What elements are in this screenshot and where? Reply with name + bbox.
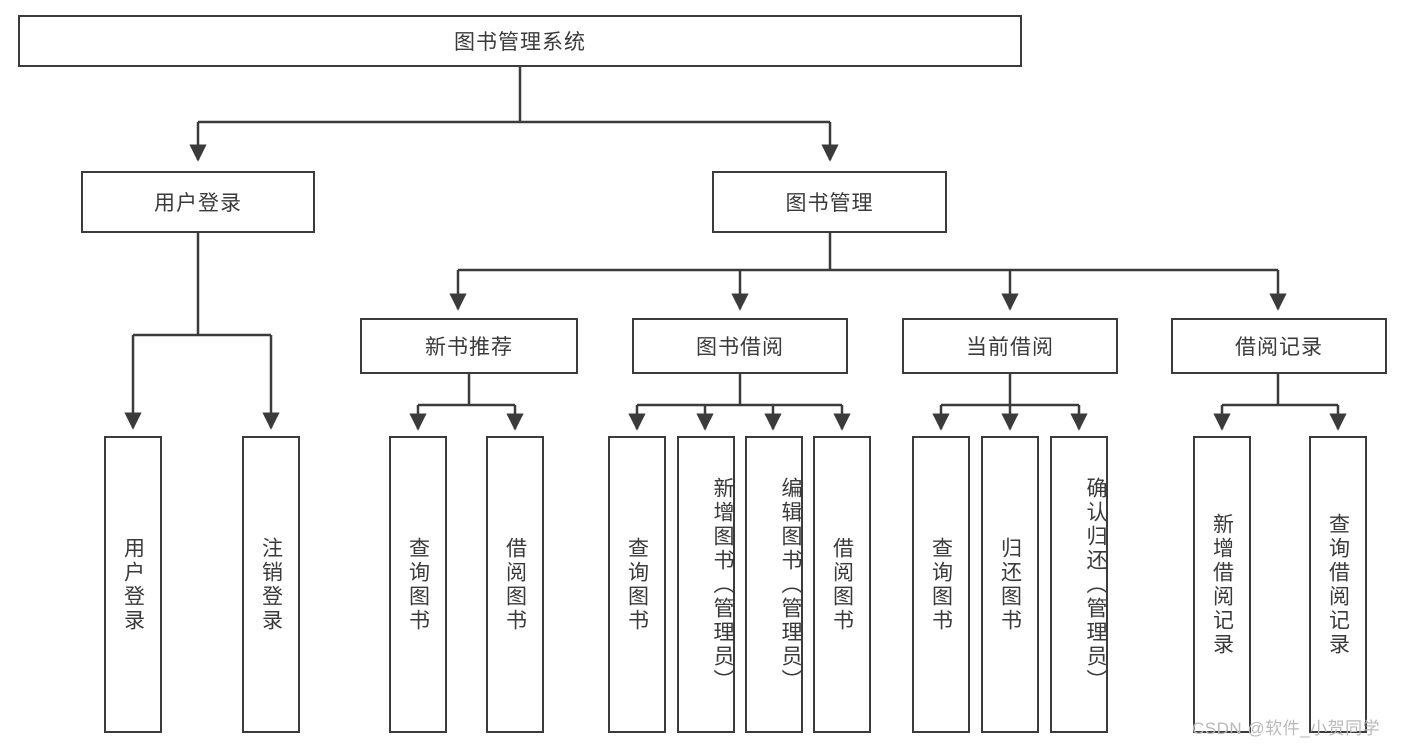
node-leaf-edit-book[interactable]: 编辑图书（管理员） [745, 436, 803, 733]
node-leaf-query-book-3-label: 查询图书 [929, 536, 953, 633]
node-current-borrow[interactable]: 当前借阅 [902, 318, 1118, 374]
node-leaf-confirm-return[interactable]: 确认归还（管理员） [1050, 436, 1108, 733]
node-new-book-rec-label: 新书推荐 [425, 336, 513, 359]
node-leaf-add-record-label: 新增借阅记录 [1210, 512, 1234, 657]
node-leaf-user-login-label: 用户登录 [121, 536, 145, 633]
node-leaf-query-record-label: 查询借阅记录 [1326, 512, 1350, 657]
node-leaf-borrow-book-2-label: 借阅图书 [830, 536, 854, 633]
node-leaf-borrow-book-2[interactable]: 借阅图书 [813, 436, 871, 733]
node-leaf-user-login[interactable]: 用户登录 [104, 436, 162, 733]
node-user-login-label: 用户登录 [154, 192, 242, 215]
node-leaf-return-book[interactable]: 归还图书 [981, 436, 1039, 733]
node-leaf-borrow-book-1[interactable]: 借阅图书 [486, 436, 544, 733]
node-leaf-query-record[interactable]: 查询借阅记录 [1309, 436, 1367, 733]
node-leaf-add-book[interactable]: 新增图书（管理员） [677, 436, 735, 733]
node-leaf-logout[interactable]: 注销登录 [242, 436, 300, 733]
node-leaf-return-book-label: 归还图书 [998, 536, 1022, 633]
node-borrow-record-label: 借阅记录 [1235, 336, 1323, 359]
node-leaf-logout-label: 注销登录 [259, 536, 283, 633]
node-leaf-borrow-book-1-label: 借阅图书 [503, 536, 527, 633]
node-leaf-confirm-return-label: 确认归还（管理员） [1084, 476, 1107, 693]
node-book-borrow[interactable]: 图书借阅 [632, 318, 848, 374]
node-borrow-record[interactable]: 借阅记录 [1171, 318, 1387, 374]
node-leaf-query-book-1-label: 查询图书 [406, 536, 430, 633]
node-new-book-rec[interactable]: 新书推荐 [360, 318, 578, 374]
node-leaf-query-book-1[interactable]: 查询图书 [389, 436, 447, 733]
node-book-manage[interactable]: 图书管理 [712, 171, 947, 233]
node-book-manage-label: 图书管理 [785, 192, 874, 215]
node-leaf-add-book-label: 新增图书（管理员） [711, 476, 734, 693]
node-leaf-query-book-2-label: 查询图书 [625, 536, 649, 633]
node-leaf-query-book-2[interactable]: 查询图书 [608, 436, 666, 733]
node-user-login[interactable]: 用户登录 [81, 171, 315, 233]
node-leaf-edit-book-label: 编辑图书（管理员） [779, 476, 802, 693]
node-root-label: 图书管理系统 [454, 31, 586, 54]
node-leaf-query-book-3[interactable]: 查询图书 [912, 436, 970, 733]
node-root[interactable]: 图书管理系统 [18, 15, 1022, 67]
node-book-borrow-label: 图书借阅 [696, 336, 784, 359]
node-leaf-add-record[interactable]: 新增借阅记录 [1193, 436, 1251, 733]
node-current-borrow-label: 当前借阅 [966, 336, 1054, 359]
csdn-watermark: CSDN @软件_小贺同学 [1192, 719, 1381, 738]
